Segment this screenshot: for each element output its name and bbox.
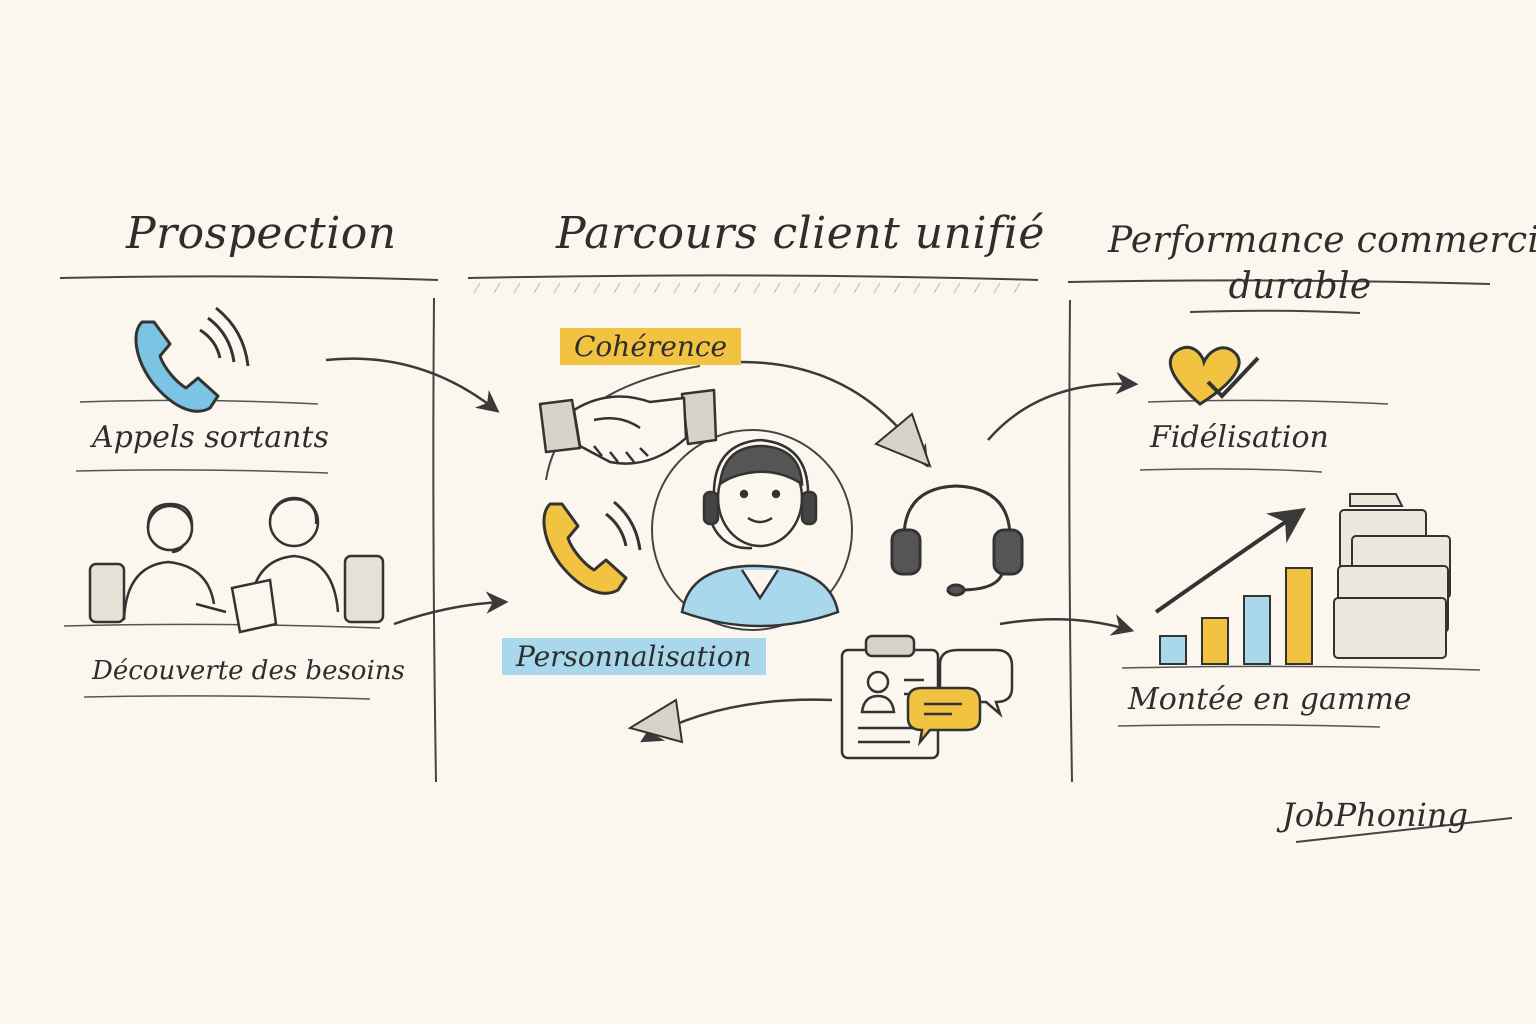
label-appels-sortants: Appels sortants: [92, 420, 329, 455]
right-rules: [1117, 399, 1481, 728]
client-file-icon: [840, 634, 940, 760]
headset-icon: [890, 484, 1024, 597]
phone-icon: [542, 500, 642, 595]
column-title-line1: Performance commerciale: [1108, 220, 1536, 261]
tag-coherence: Cohérence: [560, 328, 742, 365]
agent-icon: [680, 438, 840, 628]
brand-logo: JobPhoning: [1282, 796, 1468, 834]
column-title-line2: durable: [1228, 266, 1372, 307]
label-fidelisation: Fidélisation: [1150, 420, 1329, 455]
tag-personnalisation: Personnalisation: [502, 638, 766, 675]
arrow-right-icon: [325, 357, 509, 626]
column-dividers: [432, 297, 1073, 783]
brand-swash: [1295, 817, 1513, 843]
folders-icon: [1333, 493, 1451, 659]
heart-check-icon: [1168, 345, 1260, 406]
label-decouverte-besoins: Découverte des besoins: [92, 656, 405, 686]
handshake-icon: [538, 388, 718, 465]
arrow-right-icon: [987, 372, 1139, 636]
header-rules: [59, 274, 1491, 314]
column-title-prospection: Prospection: [126, 208, 397, 259]
growth-chart-icon: [1154, 507, 1313, 665]
phone-icon: [134, 306, 250, 413]
header-hatching: [473, 282, 1021, 294]
label-montee-en-gamme: Montée en gamme: [1128, 682, 1412, 717]
chat-bubble-icon: [906, 648, 1014, 747]
column-title-parcours: Parcours client unifié: [556, 208, 1045, 259]
arrowhead-large-icon: [627, 412, 932, 744]
column-title-performance: Performance commerciale durable: [1108, 218, 1536, 310]
meeting-icon: [88, 496, 385, 634]
